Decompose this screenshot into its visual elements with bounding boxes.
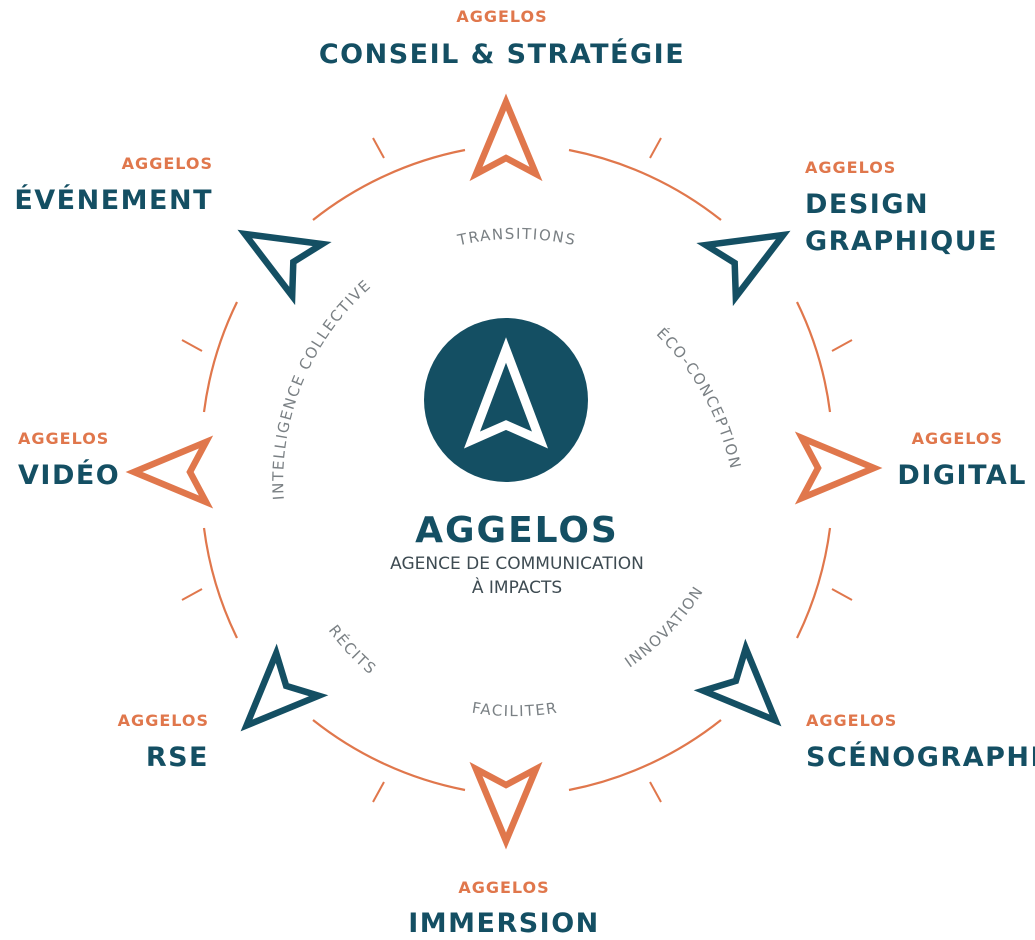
ring-arc-left-bottom [202, 527, 238, 639]
value-innovation: INNOVATION [621, 582, 707, 671]
outer-ticks [181, 137, 853, 803]
tick-mark [649, 137, 662, 159]
service-title-conseil-strategie: CONSEIL & STRATÉGIE [318, 39, 686, 70]
ring-arc-bottom-left [312, 719, 466, 792]
service-brand-label: AGGELOS [806, 711, 898, 730]
service-brand-label: AGGELOS [805, 158, 897, 177]
service-brand-label: AGGELOS [121, 154, 213, 173]
service-title-video: VIDÉO [18, 460, 121, 491]
ring-arc-right-bottom [796, 527, 832, 639]
tick-mark [372, 781, 385, 803]
tick-mark [831, 588, 853, 601]
value-faciliter: FACILITER [471, 699, 559, 721]
ring-arc-top-left [312, 148, 466, 221]
service-title-scenographie: SCÉNOGRAPHIE [806, 742, 1035, 773]
arrow-up-right-icon [706, 209, 798, 297]
center-tagline-line-1: AGENCE DE COMMUNICATION [390, 554, 644, 574]
arrow-right-icon [802, 438, 874, 498]
ring-arc-bottom-right [568, 719, 722, 792]
service-title-graphique: GRAPHIQUE [805, 226, 999, 257]
tick-mark [181, 339, 203, 352]
tick-mark [831, 339, 853, 352]
value-eco-conception: ÉCO-CONCEPTION [653, 324, 745, 472]
arrow-left-icon [134, 442, 206, 502]
center-brand-name: AGGELOS [415, 510, 619, 551]
service-title-immersion: IMMERSION [408, 908, 600, 939]
service-brand-label: AGGELOS [911, 429, 1003, 448]
arrow-down-right-icon [703, 648, 796, 741]
tick-mark [181, 588, 203, 601]
tick-mark [372, 137, 385, 159]
service-brand-label: AGGELOS [458, 878, 550, 897]
ring-arc-left-top [202, 301, 238, 413]
arrow-down-left-icon [225, 653, 318, 746]
value-intelligence-collective: INTELLIGENCE COLLECTIVE [269, 276, 375, 501]
arrow-up-icon [476, 102, 536, 174]
arrow-up-left-icon [230, 208, 322, 296]
tick-mark [649, 781, 662, 803]
service-title-digital: DIGITAL [897, 460, 1027, 491]
ring-arc-right-top [796, 301, 832, 413]
service-title-evenement: ÉVÉNEMENT [14, 185, 213, 216]
arrow-down-icon [476, 769, 536, 841]
outer-ring [202, 148, 832, 792]
service-brand-label: AGGELOS [18, 429, 110, 448]
ring-arc-top-right [568, 148, 722, 221]
service-title-rse: RSE [145, 742, 209, 773]
center-tagline-line-2: À IMPACTS [471, 578, 563, 598]
value-recits: RÉCITS [325, 621, 380, 678]
service-brand-label: AGGELOS [117, 711, 209, 730]
value-transitions: TRANSITIONS [455, 225, 578, 250]
service-brand-label: AGGELOS [456, 7, 548, 26]
aggelos-arrow-logo [424, 318, 588, 482]
service-title-design: DESIGN [805, 189, 930, 220]
